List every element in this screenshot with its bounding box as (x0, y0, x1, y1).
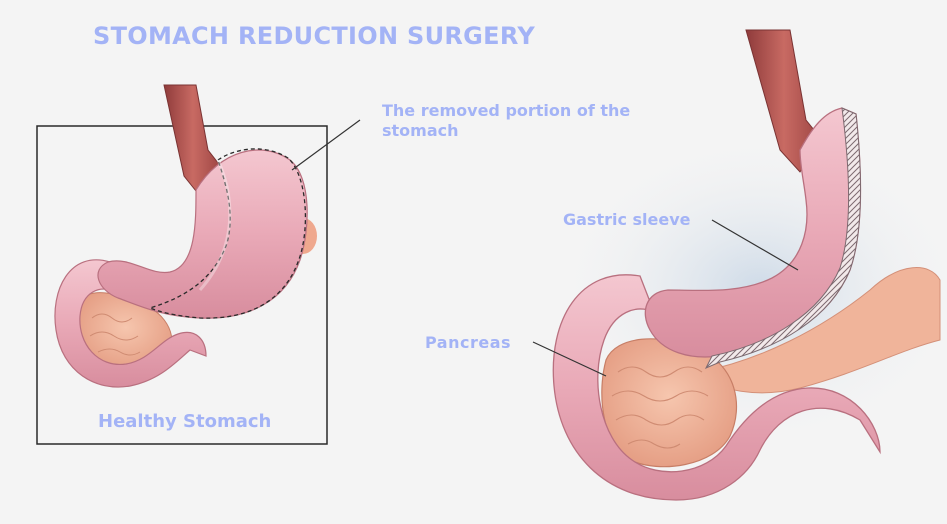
pancreas-leader (532, 341, 607, 377)
healthy-duodenum (54, 259, 207, 388)
pancreas-label: Pancreas (425, 333, 512, 352)
sleeve-panel (532, 29, 947, 501)
staple-line (704, 107, 862, 369)
sleeve-duodenum (552, 274, 881, 501)
gastric-sleeve-label: Gastric sleeve (563, 210, 691, 229)
removed-portion-leader (291, 119, 361, 171)
sleeve-background-tissue (699, 267, 941, 394)
page-title: STOMACH REDUCTION SURGERY (93, 22, 536, 50)
removed-portion-outline (148, 148, 306, 319)
healthy-stomach-panel (36, 84, 361, 445)
healthy-stomach-label: Healthy Stomach (98, 411, 272, 432)
removed-portion-label: The removed portion of the stomach (382, 101, 631, 140)
gastric-sleeve-leader (711, 219, 799, 271)
healthy-stomach-body (97, 149, 308, 319)
